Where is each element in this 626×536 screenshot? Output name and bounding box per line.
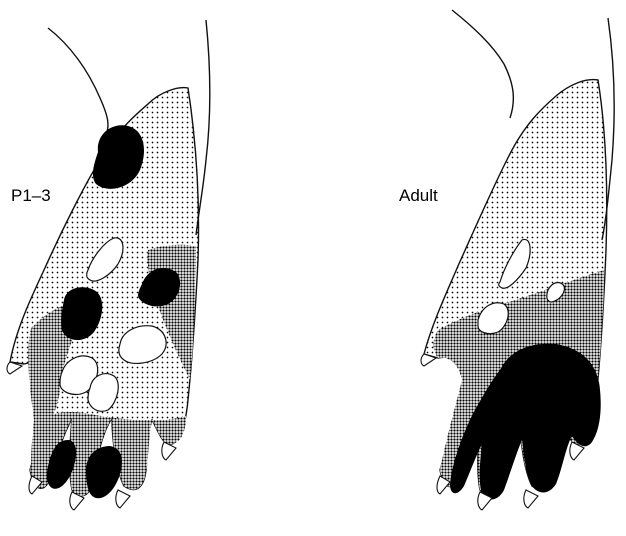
claw-5 <box>162 442 176 460</box>
claw-4 <box>116 490 130 508</box>
claw-4 <box>524 490 538 508</box>
leg-outline-left <box>48 28 108 135</box>
panel-label-p1-3: P1–3 <box>11 186 51 206</box>
panel-label-adult: Adult <box>399 186 438 206</box>
paw-diagram-p1-3 <box>7 20 210 510</box>
paw-diagram-adult <box>421 10 614 510</box>
leg-outline-left <box>452 10 513 118</box>
